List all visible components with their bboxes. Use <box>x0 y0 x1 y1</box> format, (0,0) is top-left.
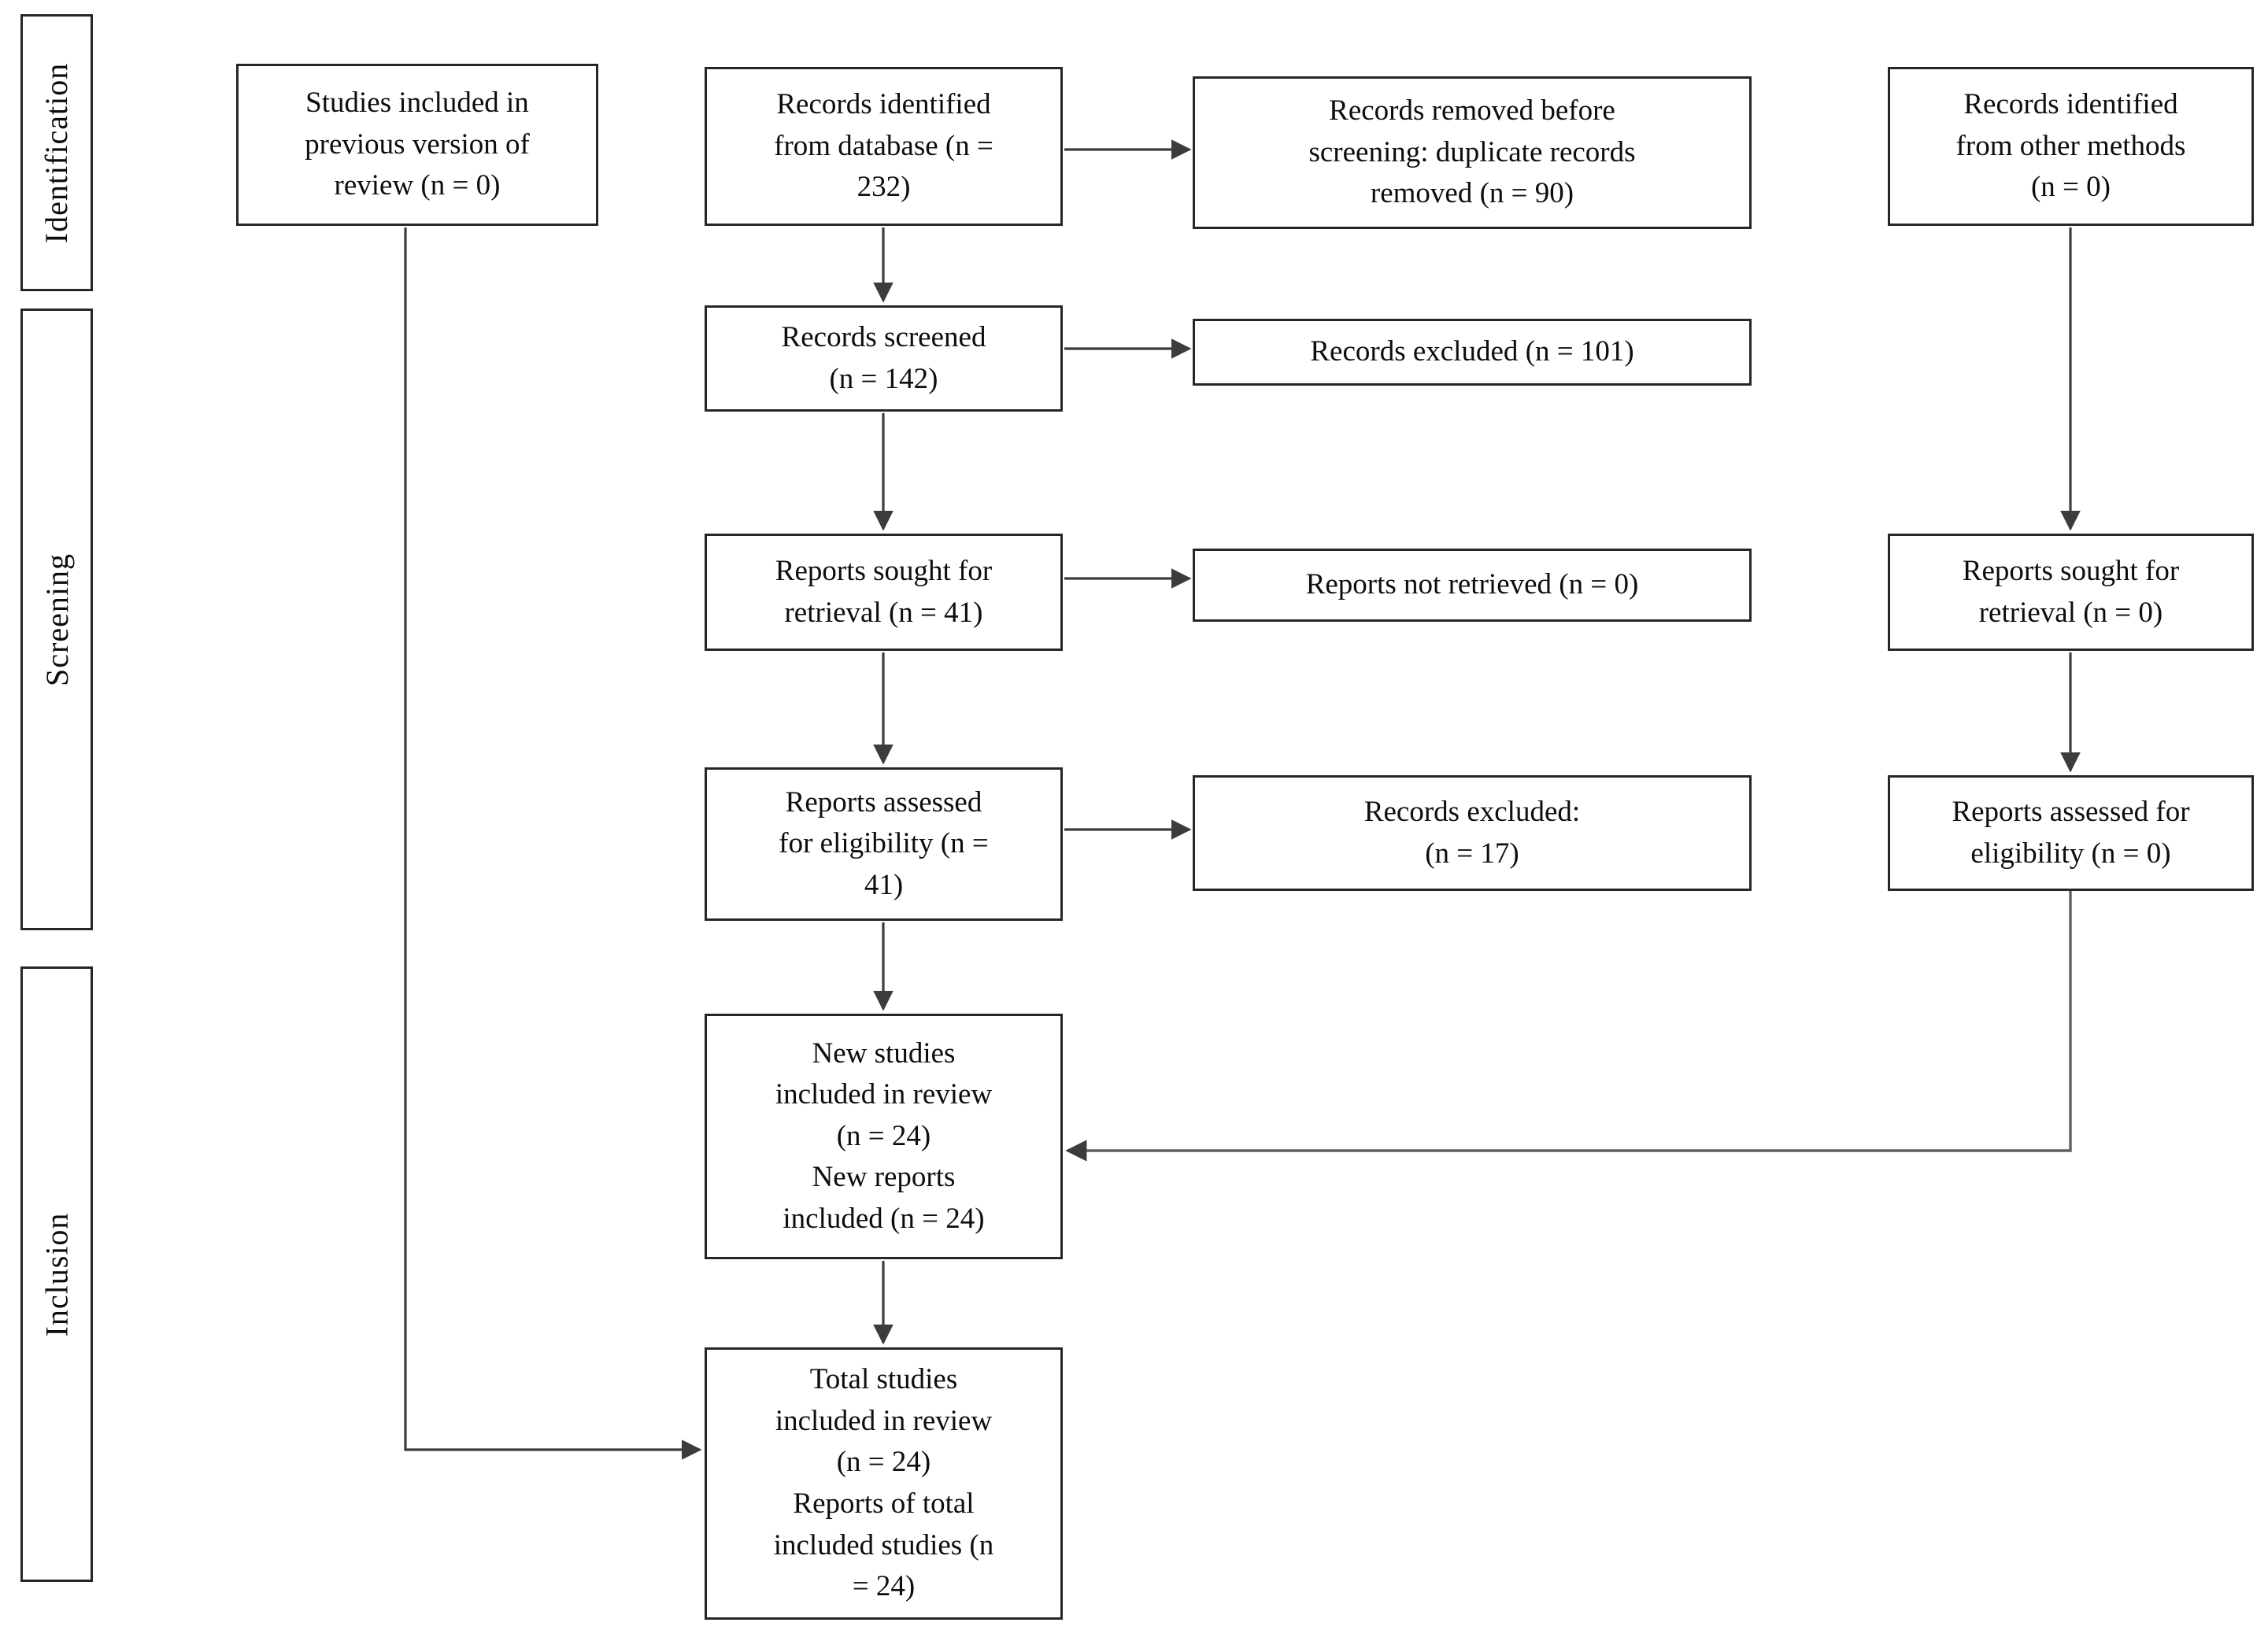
stage-label-screening: Screening <box>20 309 93 930</box>
box-reports-sought-other: Reports sought for retrieval (n = 0) <box>1888 534 2254 651</box>
box-reports-sought-other-label: Reports sought for retrieval (n = 0) <box>1962 554 2180 629</box>
box-reports-assessed-other: Reports assessed for eligibility (n = 0) <box>1888 775 2254 891</box>
box-records-identified-database-label: Records identified from database (n = 23… <box>774 88 993 204</box>
box-previous-version-label: Studies included in previous version of … <box>305 87 530 202</box>
box-previous-version: Studies included in previous version of … <box>236 64 598 226</box>
box-new-studies: New studies included in review (n = 24) … <box>705 1014 1063 1259</box>
box-reports-assessed-other-label: Reports assessed for eligibility (n = 0) <box>1952 795 2190 870</box>
box-records-screened-label: Records screened (n = 142) <box>781 320 986 395</box>
box-new-studies-label: New studies included in review (n = 24) … <box>775 1037 993 1235</box>
box-total-studies-label: Total studies included in review (n = 24… <box>773 1363 994 1603</box>
stage-label-identification-text: Identification <box>39 62 75 243</box>
box-reports-assessed: Reports assessed for eligibility (n = 41… <box>705 767 1063 921</box>
box-total-studies: Total studies included in review (n = 24… <box>705 1347 1063 1620</box>
box-reports-assessed-label: Reports assessed for eligibility (n = 41… <box>779 785 989 901</box>
box-reports-not-retrieved-label: Reports not retrieved (n = 0) <box>1305 568 1639 601</box>
box-records-excluded-101-label: Records excluded (n = 101) <box>1310 335 1634 368</box>
box-records-screened: Records screened (n = 142) <box>705 305 1063 412</box>
stage-label-identification: Identification <box>20 14 93 291</box>
box-records-removed-label: Records removed before screening: duplic… <box>1308 94 1636 210</box>
stage-label-screening-text: Screening <box>39 552 75 686</box>
box-reports-sought: Reports sought for retrieval (n = 41) <box>705 534 1063 651</box>
box-records-identified-other: Records identified from other methods (n… <box>1888 67 2254 226</box>
box-reports-sought-label: Reports sought for retrieval (n = 41) <box>775 554 993 629</box>
arrow-previous-version-to-total <box>404 227 702 1460</box>
stage-label-inclusion: Inclusion <box>20 966 93 1582</box>
box-records-excluded-17-label: Records excluded: (n = 17) <box>1363 795 1581 870</box>
box-records-removed: Records removed before screening: duplic… <box>1193 76 1752 229</box>
box-records-excluded-17: Records excluded: (n = 17) <box>1193 775 1752 891</box>
box-reports-not-retrieved: Reports not retrieved (n = 0) <box>1193 549 1752 622</box>
arrow-assessed-other-to-new-studies <box>1065 891 2072 1162</box>
stage-label-inclusion-text: Inclusion <box>39 1212 75 1336</box>
box-records-excluded-101: Records excluded (n = 101) <box>1193 319 1752 386</box>
box-records-identified-database: Records identified from database (n = 23… <box>705 67 1063 226</box>
box-records-identified-other-label: Records identified from other methods (n… <box>1955 88 2186 204</box>
